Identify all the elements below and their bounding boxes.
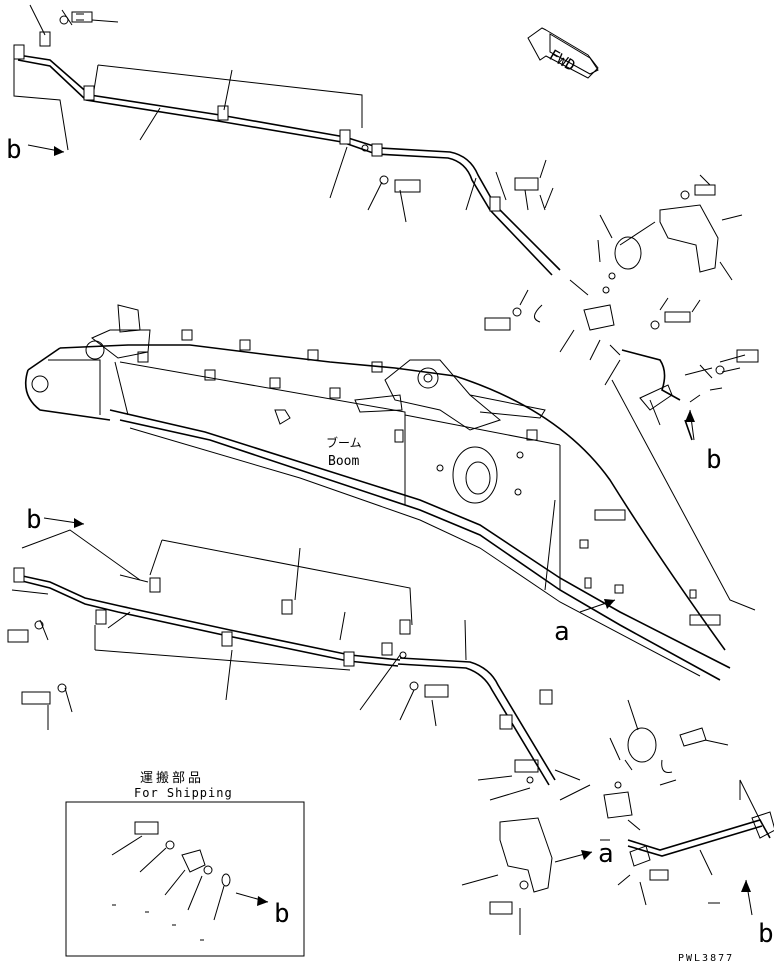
boom-label-jp: ブーム: [326, 435, 362, 450]
fwd-arrow: FWD: [527, 27, 599, 79]
ref-b-middle-left: b: [26, 505, 42, 535]
ref-a-boom: a: [554, 617, 570, 647]
shipping-label-jp: 運搬部品: [140, 771, 204, 786]
ref-a-lower: a: [598, 839, 614, 869]
boom-label-en: Boom: [328, 454, 359, 469]
top-pipe-assembly: [13, 4, 561, 276]
ref-b-top-left: b: [6, 135, 22, 165]
drawing-code: PWL3877: [678, 953, 734, 964]
boom-body: ブーム Boom: [24, 304, 731, 681]
shipping-label-en: For Shipping: [134, 786, 233, 800]
reference-arrows: b b b a a b b: [6, 135, 774, 949]
lower-right-parts: [461, 699, 774, 935]
middle-pipe-assembly: [7, 529, 556, 786]
shipping-parts-box: 運搬部品 For Shipping: [65, 771, 305, 957]
ref-b-bottom-right: b: [758, 919, 774, 949]
ref-b-shipping: b: [274, 899, 290, 929]
ref-b-right: b: [706, 445, 722, 475]
top-right-parts: [484, 159, 759, 611]
